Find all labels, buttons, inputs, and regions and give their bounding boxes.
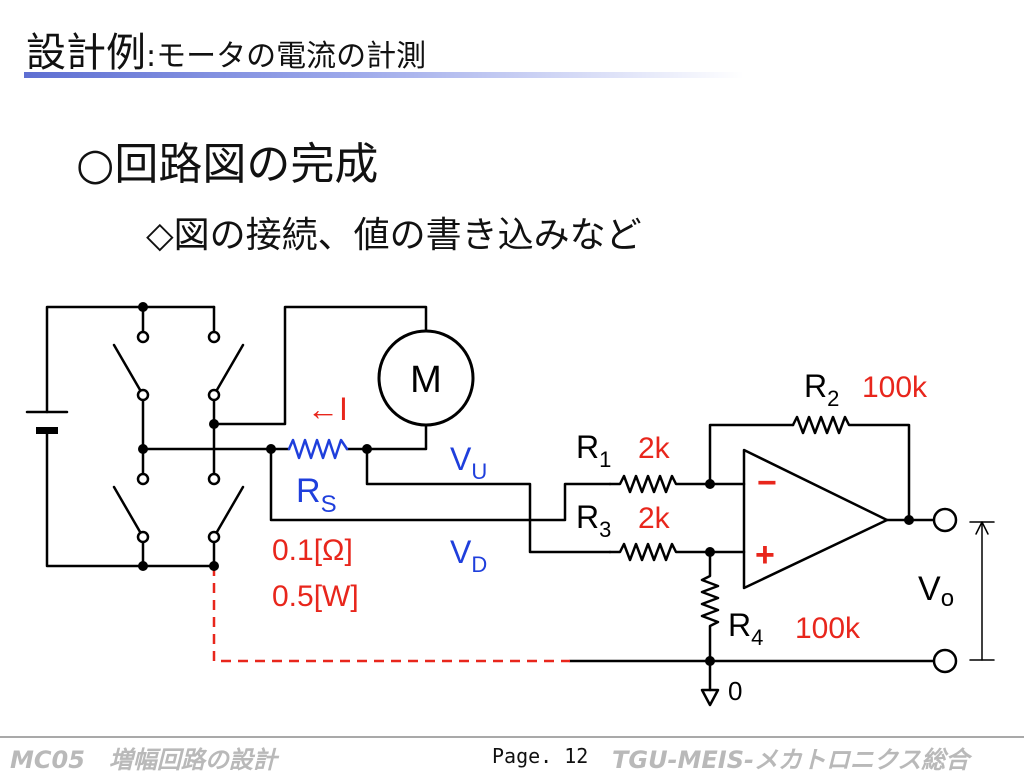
- switch-contact: [207, 530, 221, 544]
- r1-value: 2k: [638, 432, 671, 465]
- battery-symbol: [25, 410, 69, 434]
- r2-value: 100k: [862, 371, 928, 404]
- r3-label: R3: [576, 499, 611, 542]
- footer-page-number: Page. 12: [492, 744, 589, 768]
- r1-label: R1: [576, 429, 611, 472]
- r4-value: 100k: [795, 612, 861, 645]
- title-sub: :モータの電流の計測: [146, 39, 427, 74]
- ground-terminal: [932, 648, 958, 674]
- junction-dot: [266, 444, 276, 454]
- opamp-triangle: [742, 448, 889, 590]
- motor-label: M: [410, 359, 442, 401]
- resistor-r3: [608, 542, 746, 562]
- switch-blade: [212, 485, 245, 539]
- switch-blade: [112, 485, 145, 539]
- resistor-rs: [287, 438, 349, 460]
- junction-dot: [904, 515, 914, 525]
- wire-battery-top: [45, 305, 216, 414]
- wire-to-motor-top: [212, 305, 428, 426]
- switch-contact: [207, 330, 221, 344]
- section-subheading: ◇図の接続、値の書き込みなど: [146, 215, 642, 256]
- wire-vd: [269, 447, 612, 522]
- r3-value: 2k: [638, 502, 671, 535]
- switch-contact: [136, 530, 150, 544]
- switch-contact: [136, 388, 150, 402]
- junction-dot: [362, 444, 372, 454]
- rs-value: 0.1[Ω]: [272, 534, 353, 567]
- footer-divider: [0, 736, 1024, 738]
- junction-dot: [705, 547, 715, 557]
- switch-blade: [112, 343, 145, 397]
- rs-power: 0.5[W]: [272, 580, 359, 613]
- switch-contact: [207, 472, 221, 486]
- wire-vu: [365, 447, 612, 554]
- wire-feedback-left: [708, 423, 795, 486]
- resistor-r2: [791, 415, 911, 522]
- ground-label: 0: [728, 676, 742, 706]
- r4-label: R4: [728, 607, 763, 650]
- title-main: 設計例: [26, 30, 146, 76]
- vd-label: VD: [450, 534, 487, 577]
- title-underline: [24, 72, 744, 78]
- junction-dot: [138, 561, 148, 571]
- r2-label: R2: [804, 368, 839, 411]
- vu-label: VU: [450, 441, 487, 484]
- footer-course: MC05 増幅回路の設計: [10, 746, 277, 774]
- wire-dashed-ground: [212, 566, 570, 663]
- motor-symbol: [377, 329, 475, 427]
- footer-org: TGU-MEIS-メカトロニクス総合: [612, 746, 970, 774]
- section-heading: ○回路図の完成: [76, 139, 379, 190]
- ground-symbol: [700, 688, 720, 707]
- current-label: ←I: [307, 391, 348, 427]
- resistor-r4: [700, 550, 720, 692]
- switch-blade: [212, 343, 245, 397]
- switch-contact: [207, 388, 221, 402]
- opamp-minus: −: [757, 464, 777, 502]
- rs-label: RS: [296, 472, 337, 518]
- output-terminal: [932, 507, 958, 533]
- vo-label: Vo: [918, 570, 954, 612]
- resistor-r1: [608, 474, 746, 494]
- wire-battery-bottom: [45, 432, 216, 568]
- junction-dot: [209, 419, 219, 429]
- switch-contact: [136, 472, 150, 486]
- junction-dot: [705, 656, 715, 666]
- switch-contact: [136, 330, 150, 344]
- opamp-plus: +: [755, 536, 775, 574]
- circuit-diagram: M ←I RS 0.1[Ω] 0.5[W] VU VD R1 2k R3 2k …: [25, 302, 995, 707]
- junction-dot: [138, 302, 148, 312]
- slide-title: 設計例:モータの電流の計測: [26, 20, 426, 78]
- junction-dot: [705, 479, 715, 489]
- junction-dot: [209, 561, 219, 571]
- junction-dot: [138, 444, 148, 454]
